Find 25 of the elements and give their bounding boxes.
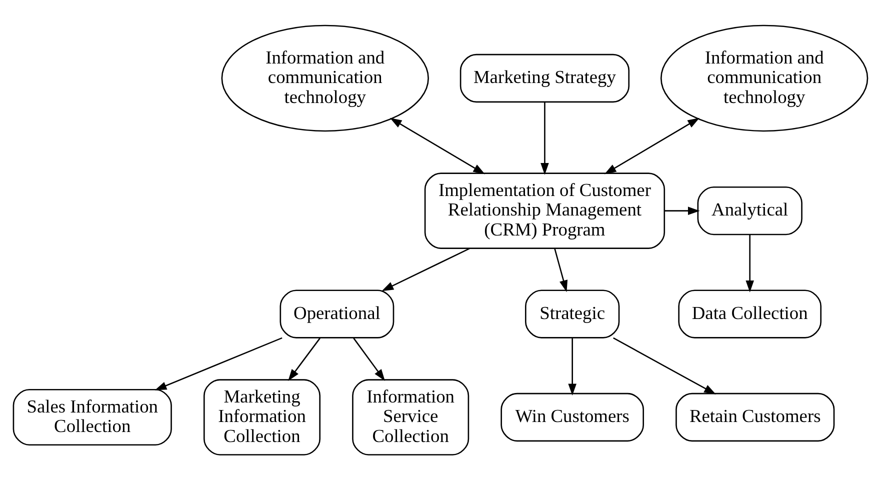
arrow xyxy=(390,118,486,174)
arrow xyxy=(382,248,470,292)
arrow xyxy=(288,338,320,381)
node-box: Strategic xyxy=(525,290,620,338)
node-ellipse: Information and communication technology xyxy=(660,24,868,132)
node-box: Analytical xyxy=(697,186,802,236)
arrow xyxy=(540,102,549,175)
node-box: Operational xyxy=(280,290,394,338)
node-box: Implementation of Customer Relationship Management (CRM) Program xyxy=(424,172,666,249)
arrow xyxy=(568,338,576,396)
node-box: Retain Customers xyxy=(676,392,835,442)
arrow xyxy=(604,118,700,174)
node-box: Sales Information Collection xyxy=(12,389,172,446)
node-box: Information Service Collection xyxy=(352,379,470,456)
node-box: Win Customers xyxy=(500,392,644,442)
node-box: Marketing Information Collection xyxy=(203,379,321,456)
node-box: Marketing Strategy xyxy=(460,54,630,103)
arrow xyxy=(554,248,568,292)
arrow xyxy=(353,338,386,381)
arrow xyxy=(154,337,282,390)
node-ellipse: Information and communication technology xyxy=(221,24,429,132)
node-box: Data Collection xyxy=(678,290,822,338)
arrow xyxy=(746,234,754,292)
arrow xyxy=(664,206,700,215)
arrow xyxy=(613,337,716,394)
